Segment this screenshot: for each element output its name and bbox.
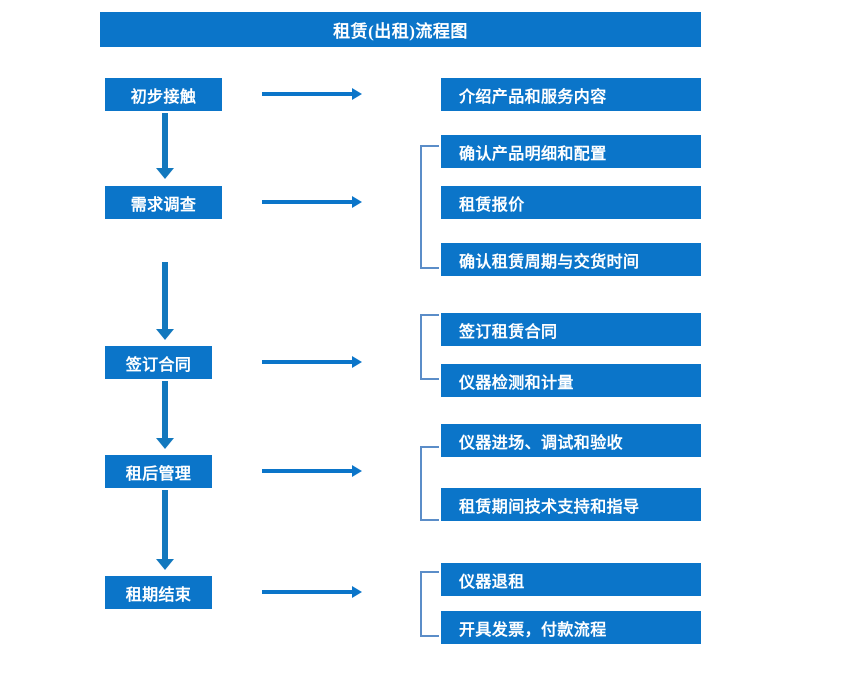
detail-box-4[interactable]: 确认租赁周期与交货时间 [441, 243, 701, 276]
group-bracket-3 [420, 314, 439, 380]
stage-box-1[interactable]: 初步接触 [105, 78, 222, 111]
stage-box-4[interactable]: 租后管理 [105, 455, 212, 488]
flow-arrow-down-4 [156, 490, 174, 570]
stage-detail-arrow-2 [262, 196, 362, 208]
group-bracket-2 [420, 145, 439, 269]
detail-box-6[interactable]: 仪器检测和计量 [441, 364, 701, 397]
stage-box-5[interactable]: 租期结束 [105, 576, 212, 609]
stage-box-3[interactable]: 签订合同 [105, 346, 212, 379]
detail-box-2[interactable]: 确认产品明细和配置 [441, 135, 701, 168]
group-bracket-5 [420, 571, 439, 637]
detail-box-8[interactable]: 租赁期间技术支持和指导 [441, 488, 701, 521]
flow-arrow-down-2 [156, 262, 174, 340]
detail-box-9[interactable]: 仪器退租 [441, 563, 701, 596]
stage-box-2[interactable]: 需求调查 [105, 186, 222, 219]
detail-box-1[interactable]: 介绍产品和服务内容 [441, 78, 701, 111]
stage-detail-arrow-1 [262, 88, 362, 100]
stage-detail-arrow-4 [262, 465, 362, 477]
detail-box-5[interactable]: 签订租赁合同 [441, 313, 701, 346]
flow-arrow-down-1 [156, 113, 174, 179]
detail-box-7[interactable]: 仪器进场、调试和验收 [441, 424, 701, 457]
detail-box-3[interactable]: 租赁报价 [441, 186, 701, 219]
diagram-title: 租赁(出租)流程图 [100, 12, 701, 47]
stage-detail-arrow-5 [262, 586, 362, 598]
flow-arrow-down-3 [156, 381, 174, 449]
group-bracket-4 [420, 446, 439, 521]
detail-box-10[interactable]: 开具发票，付款流程 [441, 611, 701, 644]
stage-detail-arrow-3 [262, 356, 362, 368]
